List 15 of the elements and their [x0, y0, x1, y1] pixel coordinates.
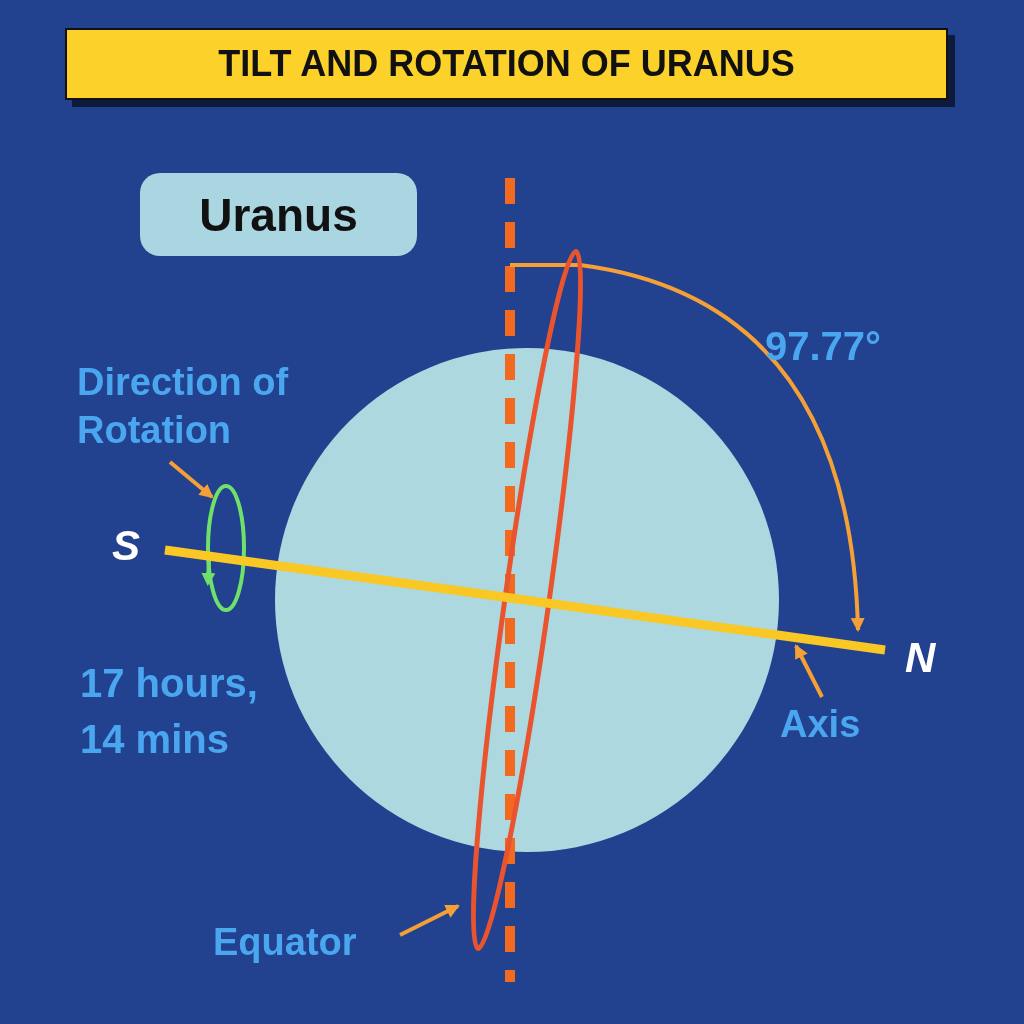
angle-value: 97.77° [765, 323, 883, 370]
planet-name-box: Uranus [140, 173, 417, 256]
leader-arrow [168, 460, 214, 499]
rotation-period-text: 17 hours, 14 mins [80, 660, 259, 763]
south-pole-letter: S [112, 522, 141, 570]
leader-arrow [794, 644, 824, 698]
rotation-arrow-icon [201, 484, 246, 612]
equator-ellipse [470, 248, 584, 952]
axis-label: Axis [780, 700, 900, 748]
leader-arrow [399, 904, 460, 937]
equator-label: Equator [213, 918, 413, 966]
axis-line [164, 545, 886, 655]
north-pole-letter: N [905, 634, 937, 682]
title-banner: TILT AND ROTATION OF URANUS [65, 28, 948, 100]
rotation-label: Direction of Rotation [77, 358, 347, 454]
